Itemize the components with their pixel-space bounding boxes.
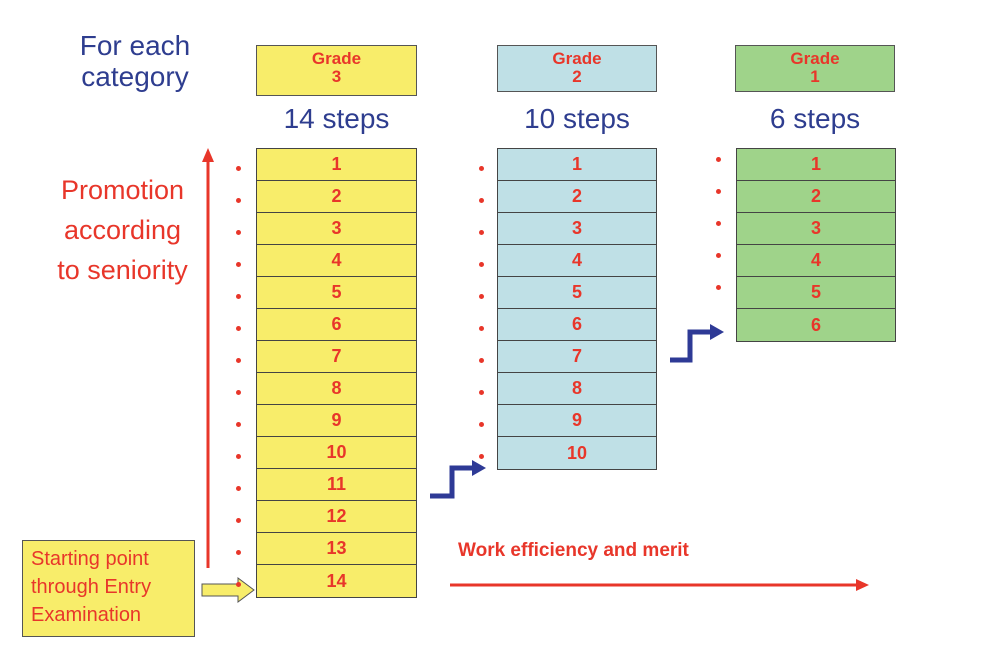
grade-3-step-10: 10 — [257, 437, 416, 469]
grade-2-step-8: 8 — [498, 373, 656, 405]
bullet-dot — [479, 454, 484, 459]
merit-right-arrow — [450, 579, 869, 591]
starting-point-box: Starting point through Entry Examination — [22, 540, 195, 637]
grade-1-step-4: 4 — [737, 245, 895, 277]
grade-2-step-4: 4 — [498, 245, 656, 277]
heading-line-2: category — [81, 61, 189, 92]
grade-3-header: Grade 3 — [256, 45, 417, 96]
grade-3-step-5: 5 — [257, 277, 416, 309]
grade-3-step-6: 6 — [257, 309, 416, 341]
grade-1-steps-count: 6 steps — [769, 103, 861, 134]
bullet-dot — [479, 326, 484, 331]
bullet-dot — [236, 358, 241, 363]
merit-label: Work efficiency and merit — [458, 540, 689, 561]
category-heading: For each category — [70, 30, 200, 92]
bullet-dot — [716, 253, 721, 258]
starting-point-line-2: through Entry — [31, 576, 152, 598]
bullet-dot — [716, 157, 721, 162]
bullet-dot — [236, 326, 241, 331]
grade-2-step-6: 6 — [498, 309, 656, 341]
promotion-line-2: according — [63, 215, 182, 245]
grade-3-step-13: 13 — [257, 533, 416, 565]
bullet-dot — [236, 518, 241, 523]
grade-1-title: Grade — [790, 49, 840, 68]
grade-1-step-2: 2 — [737, 181, 895, 213]
bullet-dot — [236, 262, 241, 267]
starting-point-line-3: Examination — [31, 604, 142, 626]
grade-3-step-9: 9 — [257, 405, 416, 437]
grade-3-step-7: 7 — [257, 341, 416, 373]
grade-2-step-1: 1 — [498, 149, 656, 181]
promotion-line-3: to seniority — [57, 255, 188, 285]
starting-point-line-1: Starting point — [31, 548, 149, 570]
grade-2-step-9: 9 — [498, 405, 656, 437]
promotion-line-1: Promotion — [60, 175, 185, 205]
bullet-dot — [479, 294, 484, 299]
heading-line-1: For each — [79, 30, 191, 61]
grade-1-step-3: 3 — [737, 213, 895, 245]
grade-2-step-7: 7 — [498, 341, 656, 373]
bullet-dot — [236, 390, 241, 395]
promotion-label: Promotion according to seniority — [40, 170, 205, 290]
grade-1-step-5: 5 — [737, 277, 895, 309]
bullet-dot — [236, 550, 241, 555]
entry-arrow — [201, 577, 255, 603]
grade-3-step-12: 12 — [257, 501, 416, 533]
grade-3-step-14: 14 — [326, 570, 347, 591]
bullet-dot — [236, 422, 241, 427]
grade-3-step-1: 1 — [257, 149, 416, 181]
grade-2-step-3: 3 — [498, 213, 656, 245]
grade-1-number: 1 — [810, 67, 820, 86]
step-arrow-grade3-to-grade2 — [430, 460, 486, 499]
grade-2-steps-count: 10 steps — [524, 103, 630, 134]
bullet-dot — [716, 189, 721, 194]
bullet-dot — [479, 358, 484, 363]
grade-1-header: Grade 1 — [735, 45, 895, 92]
grade-2-step-2: 2 — [498, 181, 656, 213]
bullet-dot — [716, 221, 721, 226]
bullet-dot — [236, 166, 241, 171]
grade-3-step-3: 3 — [257, 213, 416, 245]
grade-1-step-1: 1 — [737, 149, 895, 181]
grade-3-title: Grade — [311, 49, 362, 68]
grade-1-step-6: 6 — [810, 314, 821, 335]
bullet-dot — [479, 166, 484, 171]
grade-2-step-10: 10 — [566, 442, 588, 463]
grade-2-number: 2 — [572, 67, 582, 86]
grade-3-step-11: 11 — [257, 469, 416, 501]
bullet-dot — [479, 422, 484, 427]
grade-2-title: Grade — [552, 49, 602, 68]
bullet-dot — [236, 198, 241, 203]
grade-2-step-5: 5 — [498, 277, 656, 309]
grade-2-header: Grade 2 — [497, 45, 657, 92]
grade-3-steps-count: 14 steps — [283, 103, 390, 134]
grade-3-step-8: 8 — [257, 373, 416, 405]
grade-3-step-4: 4 — [257, 245, 416, 277]
step-arrow-grade2-to-grade1 — [670, 324, 724, 363]
seniority-up-arrow — [202, 148, 214, 568]
bullet-dot — [479, 230, 484, 235]
grade-3-step-2: 2 — [257, 181, 416, 213]
bullet-dot — [236, 454, 241, 459]
bullet-dot — [479, 262, 484, 267]
grade-3-number: 3 — [331, 67, 342, 86]
bullet-dot — [236, 582, 241, 587]
bullet-dot — [479, 198, 484, 203]
bullet-dot — [716, 285, 721, 290]
bullet-dot — [236, 294, 241, 299]
bullet-dot — [479, 390, 484, 395]
bullet-dot — [236, 486, 241, 491]
bullet-dot — [236, 230, 241, 235]
